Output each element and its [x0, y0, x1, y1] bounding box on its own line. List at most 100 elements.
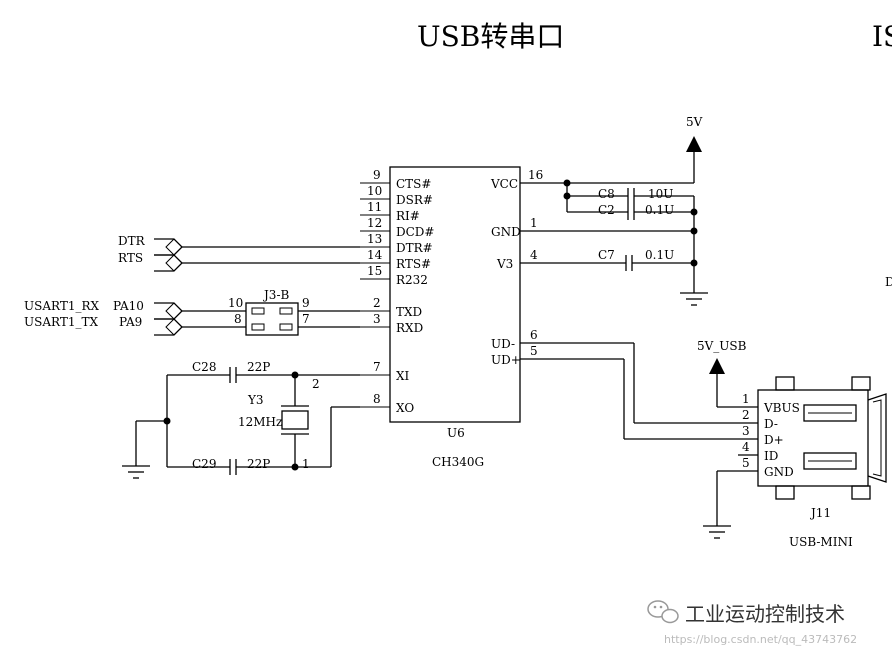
pin-name-ri: RI#	[396, 209, 420, 223]
chip-u6-body	[389, 166, 521, 423]
pin-name-vcc: VCC	[490, 177, 518, 191]
pin-name-dcd: DCD#	[396, 225, 434, 239]
crystal-pin-bottom: 1	[302, 457, 310, 471]
c7-ref: C7	[598, 248, 615, 262]
pin-num-rts: 14	[367, 248, 383, 262]
connector-part: USB-MINI	[789, 535, 853, 549]
pin-name-r232: R232	[396, 273, 428, 287]
chip-left-pins: 9 CTS# 10 DSR# 11 RI# 12 DCD# 13 DTR# 14…	[360, 168, 434, 415]
jumper-j3b: J3-B 10 9 8 7	[228, 288, 360, 336]
c28-value: 22P	[247, 360, 270, 374]
crystal-circuit: C28 22P 2 C29 22P 1 Y3 12MHz	[122, 360, 360, 479]
usb-connector-j11: 5V_USB 1 2 3 4 5 VBUS D- D+ ID GND	[697, 339, 887, 549]
watermark: 工业运动控制技术 https://blog.csdn.net/qq_437437…	[647, 600, 857, 646]
ground-symbol	[680, 292, 708, 306]
crystal-ref: Y3	[247, 393, 264, 407]
pin-name-txd: TXD	[396, 305, 422, 319]
net-rts: RTS	[118, 251, 143, 265]
crystal-ground-symbol	[122, 465, 150, 479]
five-v-usb-arrow	[709, 358, 725, 374]
five-v-arrow	[686, 136, 702, 152]
usb-pin-num-4: 4	[742, 440, 750, 454]
pin-num-dtr: 13	[367, 232, 382, 246]
pin-name-cts: CTS#	[396, 177, 431, 191]
watermark-text: 工业运动控制技术	[685, 602, 845, 626]
jumper-ref: J3-B	[262, 288, 290, 302]
pin-num-ri: 11	[367, 200, 382, 214]
pin-num-vcc: 16	[528, 168, 543, 182]
c29-value: 22P	[247, 457, 270, 471]
pin-name-gnd: GND	[491, 225, 521, 239]
usb-pin-name-gnd: GND	[764, 465, 794, 479]
pin-num-gnd: 1	[530, 216, 538, 230]
net-usart-rx: USART1_RX	[24, 299, 99, 313]
port-dtr	[154, 238, 183, 256]
five-v-usb-label: 5V_USB	[697, 339, 747, 353]
c28-ref: C28	[192, 360, 216, 374]
chip-right-pins: VCC 16 GND 1 V3 4 UD- 6 UD+ 5	[490, 168, 543, 367]
c8-ref: C8	[598, 187, 615, 201]
chip-ref: U6	[447, 426, 465, 440]
net-pa10: PA10	[113, 299, 144, 313]
watermark-url: https://blog.csdn.net/qq_43743762	[664, 633, 857, 646]
c8-value: 10U	[648, 187, 673, 201]
connector-ref: J11	[809, 506, 831, 520]
usb-pin-num-3: 3	[742, 424, 750, 438]
usb-pin-num-2: 2	[742, 408, 750, 422]
net-dtr: DTR	[118, 234, 146, 248]
wechat-icon	[647, 600, 679, 624]
c2-ref: C2	[598, 203, 615, 217]
pin-name-xi: XI	[396, 369, 410, 383]
port-pa10	[154, 302, 183, 320]
usb-pin-name-dm: D-	[764, 417, 778, 431]
usb-body	[757, 389, 869, 487]
power-decoupling: 5V C8 10U C2 0.1U C7 0.1U	[520, 115, 708, 306]
jumper-pin-7: 7	[302, 312, 310, 326]
c2-value: 0.1U	[645, 203, 674, 217]
usb-ground-symbol	[703, 525, 731, 539]
chip-part: CH340G	[432, 455, 484, 469]
title-right-fragment: IS	[872, 20, 892, 53]
pin-num-xo: 8	[373, 392, 381, 406]
jumper-pin-8: 8	[234, 312, 242, 326]
port-rts	[154, 254, 183, 272]
pin-name-udm: UD-	[491, 337, 515, 351]
usb-pin-num-5: 5	[742, 456, 750, 470]
pin-name-v3: V3	[496, 257, 513, 271]
net-usart-tx: USART1_TX	[24, 315, 98, 329]
five-v-label: 5V	[686, 115, 703, 129]
usart-ports: USART1_RX USART1_TX PA10 PA9	[24, 299, 246, 336]
pin-name-rts: RTS#	[396, 257, 431, 271]
pin-name-xo: XO	[396, 401, 414, 415]
pin-name-dsr: DSR#	[396, 193, 433, 207]
pin-num-v3: 4	[530, 248, 538, 262]
pin-name-dtr: DTR#	[396, 241, 433, 255]
edge-fragment: D	[885, 275, 892, 289]
pin-num-rxd: 3	[373, 312, 381, 326]
usb-pin-name-id: ID	[764, 449, 778, 463]
dtr-rts-ports: DTR RTS	[118, 234, 360, 272]
usb-pin-name-vbus: VBUS	[763, 401, 800, 415]
port-pa9	[154, 318, 183, 336]
pin-num-r232: 15	[367, 264, 382, 278]
crystal-body	[281, 410, 309, 430]
pin-num-cts: 9	[373, 168, 381, 182]
usb-pin-name-dp: D+	[764, 433, 784, 447]
pin-num-txd: 2	[373, 296, 381, 310]
diagram-title: USB转串口	[417, 20, 564, 53]
pin-num-udm: 6	[530, 328, 538, 342]
usb-pin-num-1: 1	[742, 392, 750, 406]
c7-value: 0.1U	[645, 248, 674, 262]
pin-name-udp: UD+	[491, 353, 521, 367]
pin-num-dsr: 10	[367, 184, 382, 198]
jumper-pin-9: 9	[302, 296, 310, 310]
jumper-pin-10: 10	[228, 296, 243, 310]
pin-num-dcd: 12	[367, 216, 382, 230]
usb-data-lines	[520, 342, 758, 440]
crystal-pin-top: 2	[312, 377, 320, 391]
pin-num-udp: 5	[530, 344, 538, 358]
pin-name-rxd: RXD	[396, 321, 423, 335]
crystal-value: 12MHz	[238, 415, 282, 429]
net-pa9: PA9	[119, 315, 142, 329]
